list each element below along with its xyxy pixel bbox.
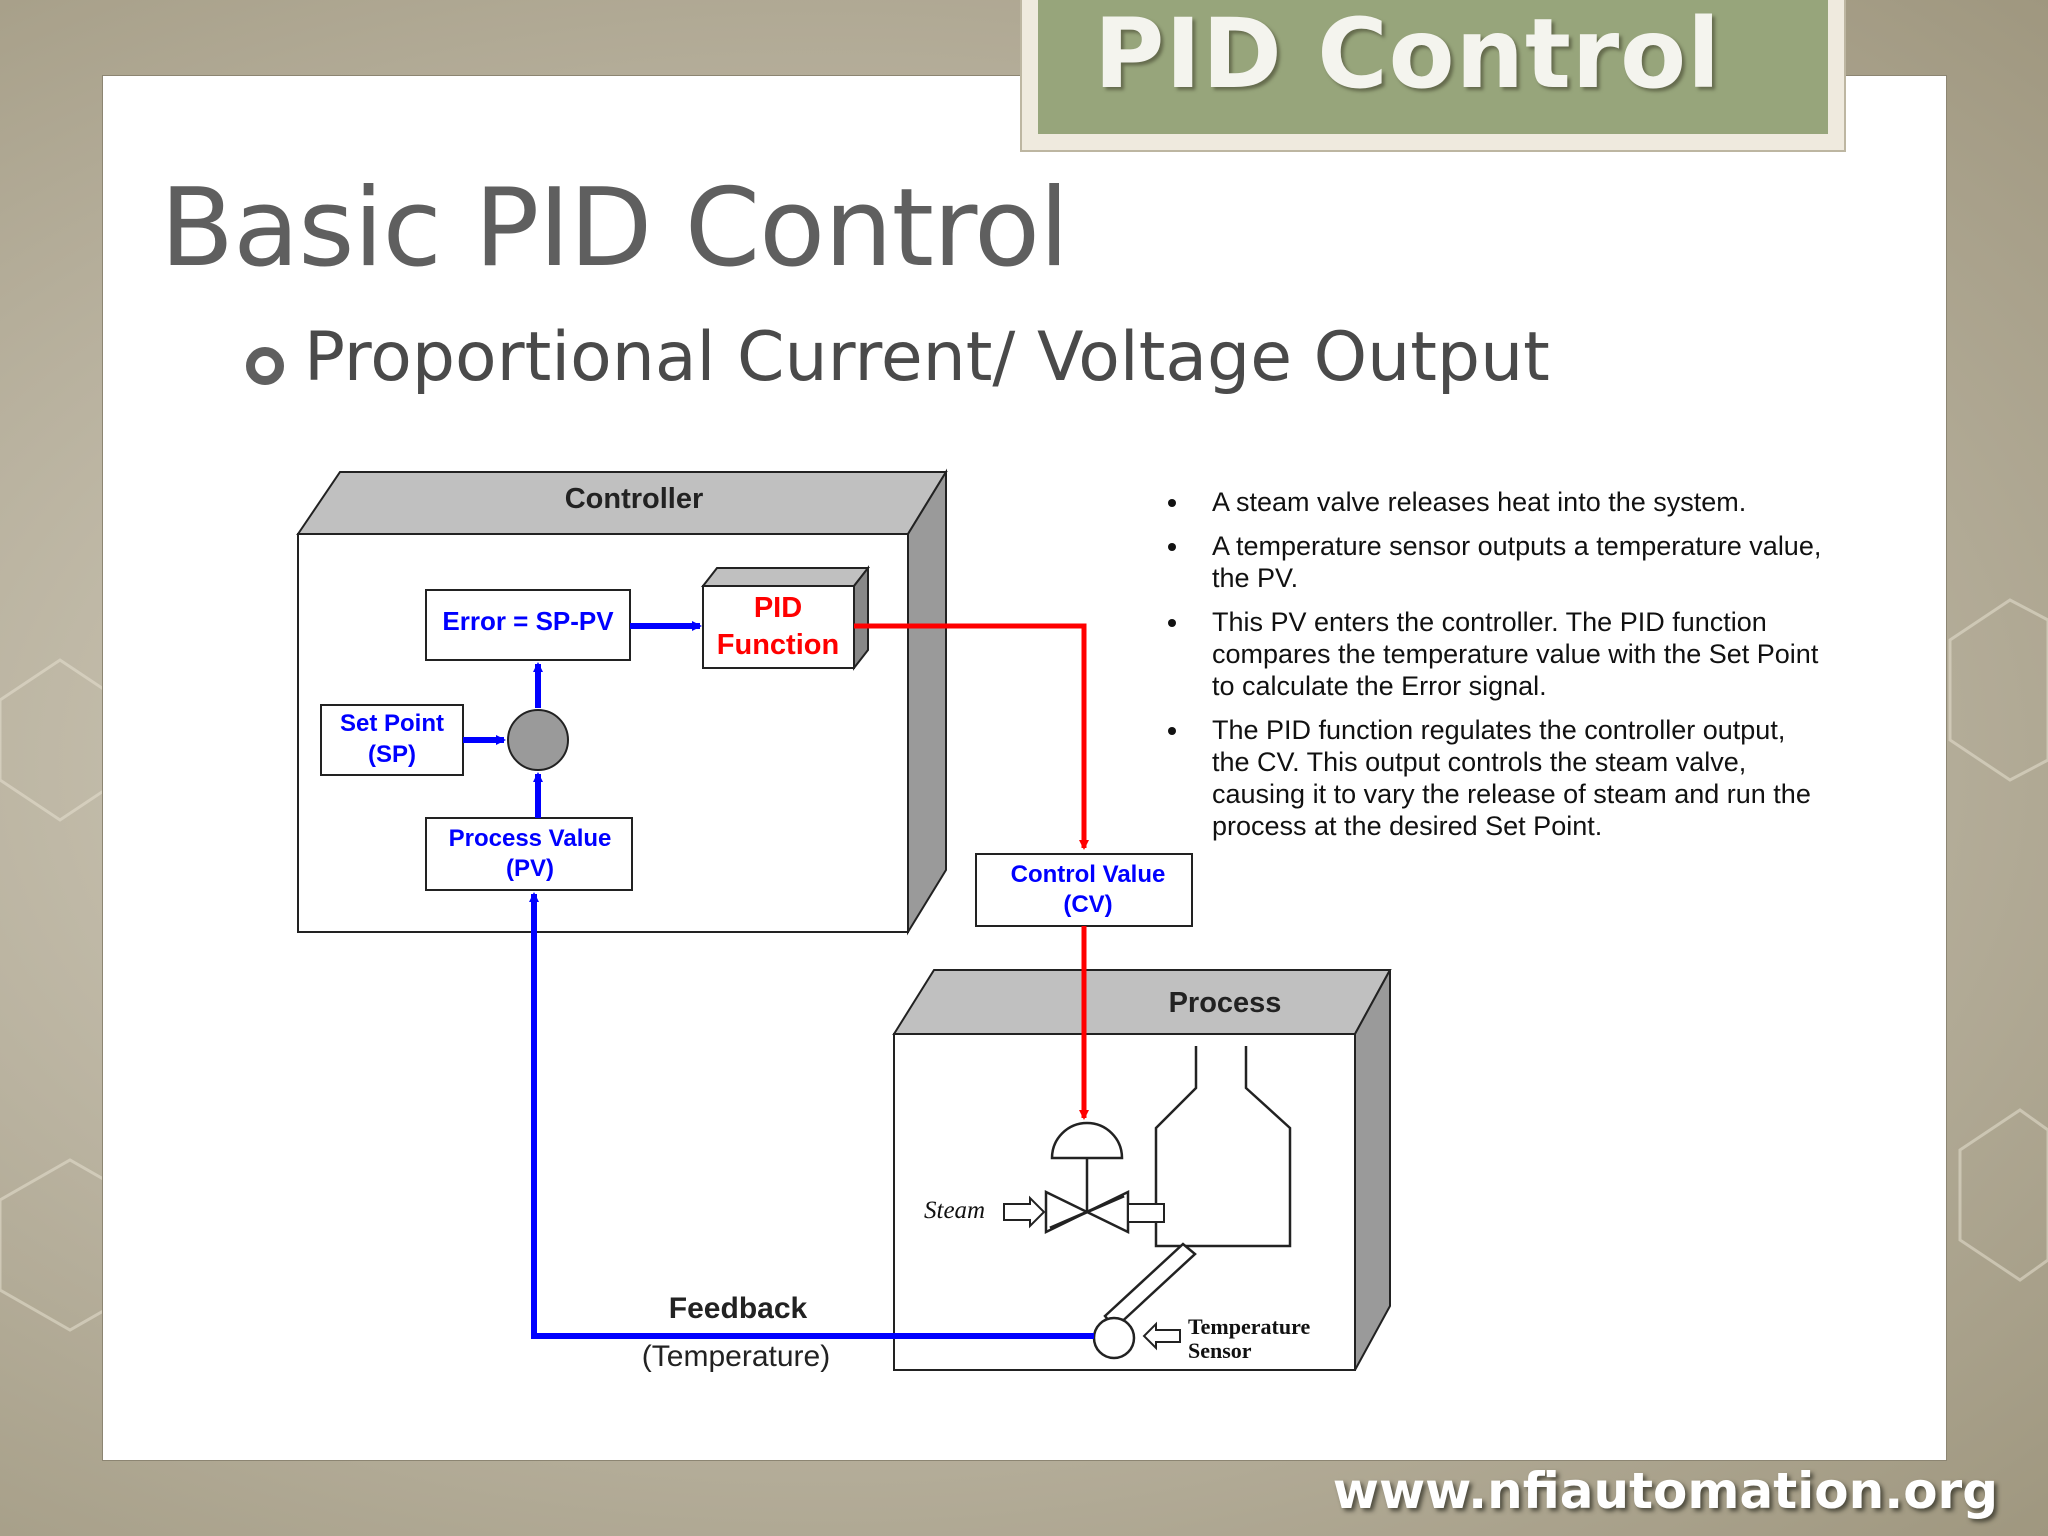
red-signal-lines	[854, 623, 1089, 1120]
note-item: The PID function regulates the controlle…	[1164, 714, 1824, 842]
bullet-text: Proportional Current/ Voltage Output	[304, 318, 1550, 397]
explanation-notes: A steam valve releases heat into the sys…	[1164, 486, 1824, 854]
pv-line2: (PV)	[506, 855, 554, 882]
steam-valve-icon	[1003, 1121, 1165, 1235]
sensor-label-line1: Temperature	[1188, 1314, 1310, 1339]
note-item: A temperature sensor outputs a temperatu…	[1164, 530, 1824, 594]
feedback-label-line1: Feedback	[669, 1292, 808, 1325]
error-box-label: Error = SP-PV	[442, 606, 614, 636]
pid-box-line1: PID	[754, 592, 802, 624]
feedback-line	[529, 892, 1094, 1339]
summing-junction	[507, 709, 569, 771]
slide-title: Basic PID Control	[160, 166, 1069, 291]
footer-url: www.nfiautomation.org	[1332, 1462, 1998, 1520]
note-item: This PV enters the controller. The PID f…	[1164, 606, 1824, 702]
pid-box-line2: Function	[717, 629, 839, 661]
process-vessel	[1154, 1046, 1292, 1248]
note-item: A steam valve releases heat into the sys…	[1164, 486, 1824, 518]
setpoint-line2: (SP)	[368, 741, 416, 768]
process-box: Process	[892, 969, 1392, 1371]
steam-label: Steam	[924, 1197, 985, 1224]
setpoint-box: Set Point (SP)	[320, 704, 464, 776]
temperature-sensor-icon	[1092, 1242, 1197, 1360]
title-banner-fill: PID Control	[1038, 0, 1828, 134]
cv-line1: Control Value	[1011, 861, 1166, 888]
process-value-box: Process Value (PV)	[425, 817, 633, 891]
error-box: Error = SP-PV	[425, 589, 631, 661]
pid-function-box: PID Function	[700, 565, 871, 671]
pid-to-cv-arrow	[854, 623, 1089, 850]
title-banner: PID Control	[1020, 0, 1846, 152]
controller-label: Controller	[565, 483, 704, 515]
cv-line2: (CV)	[1063, 891, 1112, 918]
sensor-label-line2: Sensor	[1188, 1338, 1252, 1363]
bullet-ring-icon	[246, 347, 284, 385]
pv-line1: Process Value	[449, 825, 612, 852]
feedback-label-line2: (Temperature)	[642, 1340, 830, 1373]
control-value-box: Control Value (CV)	[975, 853, 1193, 927]
blue-signal-lines	[463, 621, 1094, 1339]
process-label: Process	[1169, 987, 1282, 1019]
setpoint-line1: Set Point	[340, 710, 444, 737]
banner-title: PID Control	[1094, 0, 1722, 110]
